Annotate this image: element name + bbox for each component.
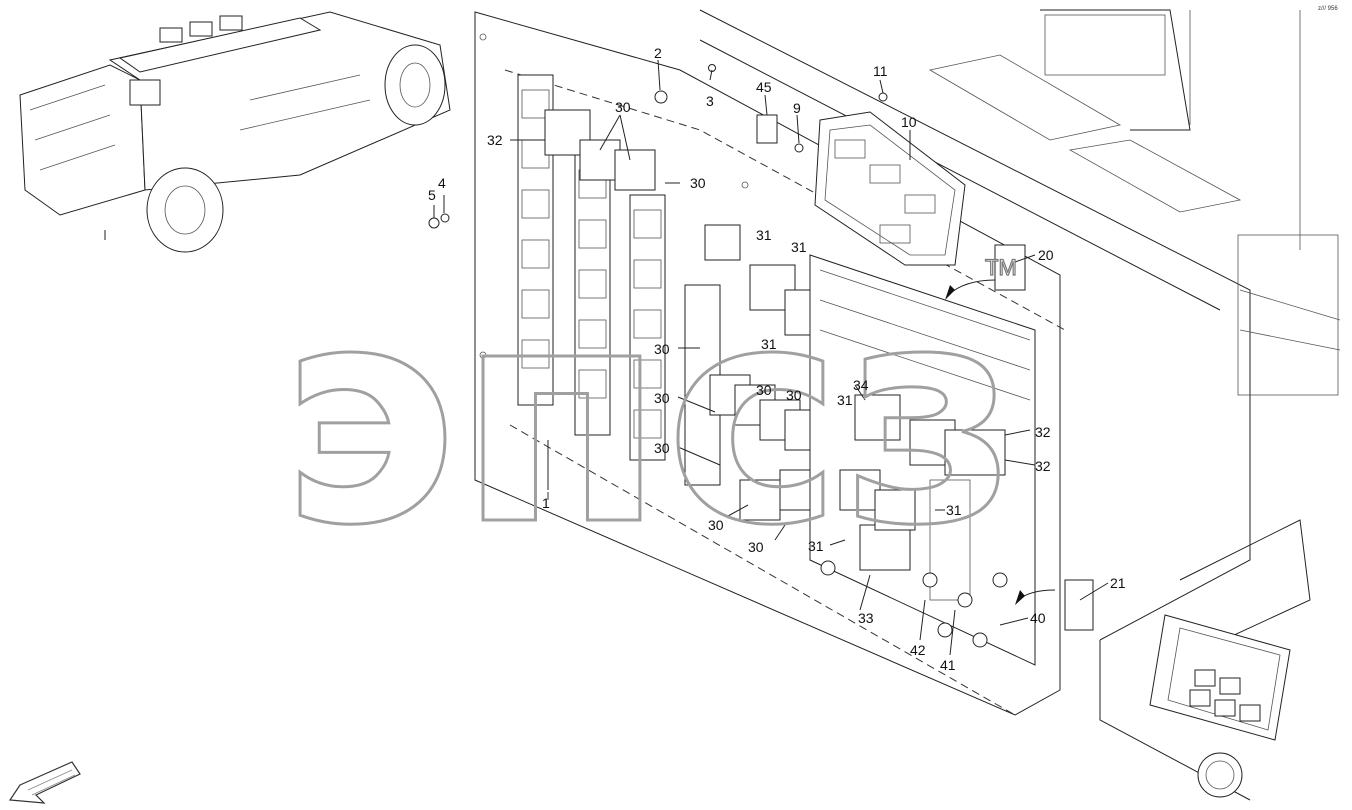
control-module-10 [814, 111, 966, 266]
callout-30: 30 [786, 387, 802, 403]
callout-31: 31 [761, 336, 777, 352]
callout-5: 5 [428, 187, 436, 203]
callout-31: 31 [837, 392, 853, 408]
leader-lines [433, 59, 1109, 656]
callout-30: 30 [748, 539, 764, 555]
callout-31: 31 [756, 227, 772, 243]
callout-20: 20 [1038, 247, 1054, 263]
callout-41: 41 [940, 657, 956, 673]
callout-1: 1 [542, 495, 550, 511]
callout-30: 30 [756, 382, 772, 398]
callout-42: 42 [910, 642, 926, 658]
callout-31: 31 [808, 538, 824, 554]
callout-3: 3 [706, 93, 714, 109]
drawing-code: z/// 956 [1318, 6, 1338, 12]
callout-2: 2 [654, 45, 662, 61]
cabinet-enclosure [699, 9, 1341, 801]
orientation-arrow-icon [8, 761, 81, 804]
callout-4: 4 [438, 175, 446, 191]
callout-30: 30 [654, 390, 670, 406]
callout-21: 21 [1110, 575, 1126, 591]
machine-thumbnail [19, 11, 451, 253]
callout-32: 32 [1035, 458, 1051, 474]
control-panel-keypad [1149, 614, 1291, 798]
relay-columns [517, 74, 741, 486]
callout-30: 30 [654, 341, 670, 357]
callout-31: 31 [946, 502, 962, 518]
relay-fuse-block [709, 254, 1036, 666]
watermark-tm: TM [985, 255, 1017, 280]
arrowhead-21 [1015, 590, 1025, 605]
callout-10: 10 [901, 114, 917, 130]
callout-30: 30 [708, 517, 724, 533]
callout-30: 30 [690, 175, 706, 191]
callout-34: 34 [853, 377, 869, 393]
watermark: эпсз TM [279, 241, 1019, 593]
arrowhead-20 [945, 285, 955, 300]
callout-32: 32 [1035, 424, 1051, 440]
callout-40: 40 [1030, 610, 1046, 626]
watermark-text: эпсз [280, 242, 1017, 591]
small-parts [428, 64, 1094, 631]
callout-11: 11 [873, 63, 888, 79]
callout-33: 33 [858, 610, 874, 626]
callout-45: 45 [756, 79, 772, 95]
callout-30: 30 [615, 99, 631, 115]
callouts: 32 30 30 2 3 45 9 11 10 20 21 40 4 5 1 3… [428, 45, 1126, 673]
callout-30: 30 [654, 440, 670, 456]
callout-32: 32 [487, 132, 503, 148]
callout-31: 31 [791, 239, 807, 255]
callout-9: 9 [793, 100, 801, 116]
